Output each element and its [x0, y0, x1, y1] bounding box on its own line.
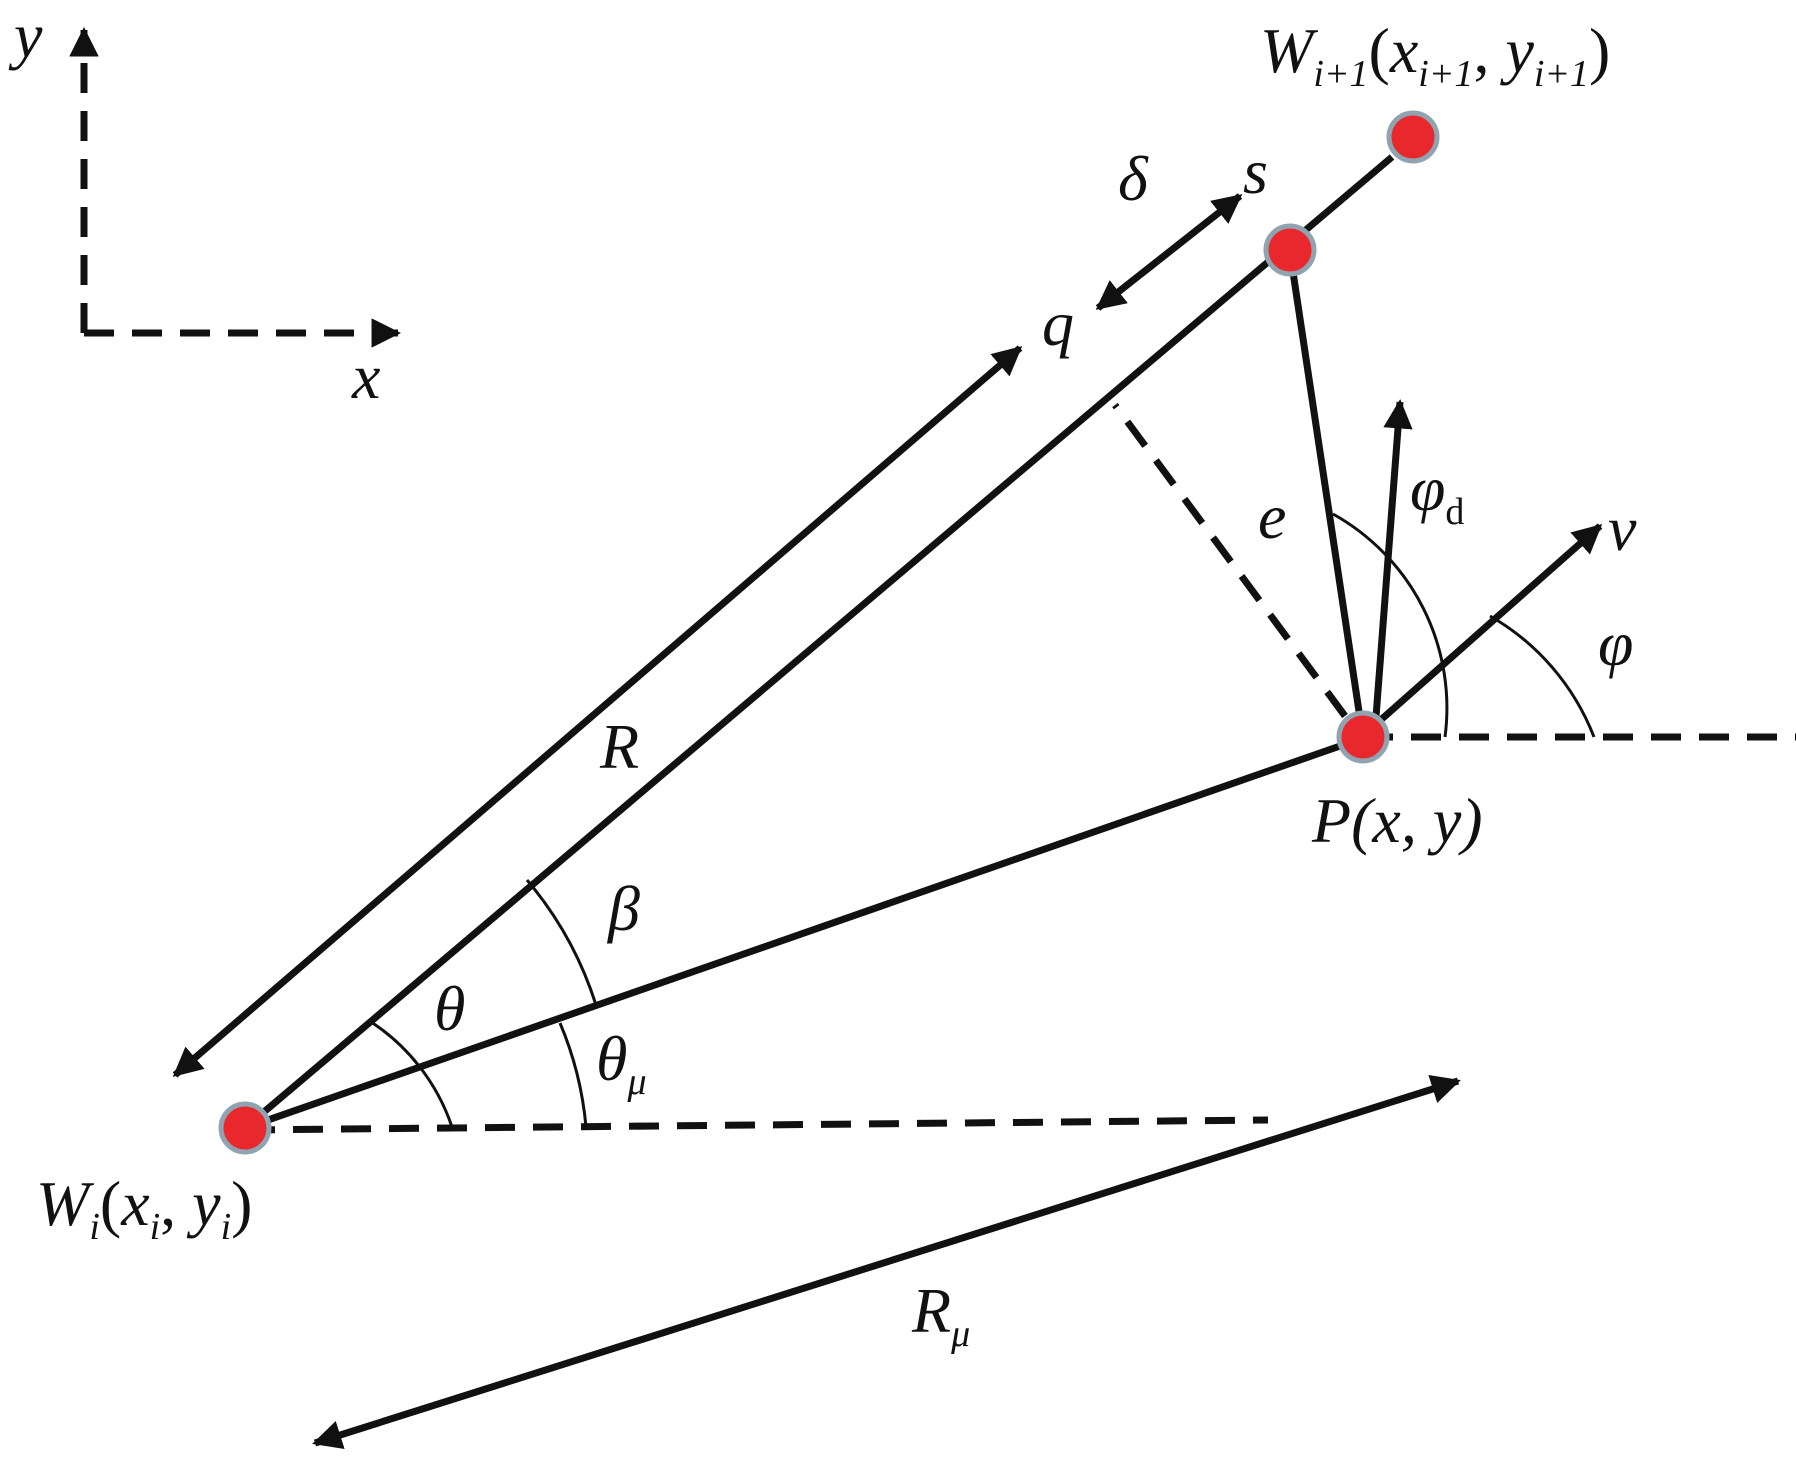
r-mu-double-arrow: [312, 1074, 1461, 1450]
phi-d-arc: [1332, 512, 1449, 738]
line-p-to-s: [1286, 251, 1367, 739]
beta-arc: [525, 879, 598, 1006]
theta-label: θ: [434, 973, 465, 1044]
phi-d-label: φd: [1410, 453, 1464, 533]
waypoint-wi1-label: Wi+1(xi+1, yi+1): [1260, 15, 1610, 95]
delta-double-arrow: [1095, 193, 1243, 311]
q-label: q: [1042, 288, 1074, 359]
path-segment-wi-to-wi1: [242, 154, 1395, 1131]
vehicle-p-dot: [1336, 710, 1390, 764]
phi-label: φ: [1598, 608, 1633, 679]
delta-label: δ: [1118, 143, 1149, 214]
wi-horizontal-reference: [244, 1116, 1269, 1134]
vehicle-p-label: P(x, y): [1311, 785, 1483, 856]
phi-arc: [1489, 614, 1596, 738]
e-label: e: [1258, 481, 1286, 552]
point-s-dot: [1263, 223, 1317, 277]
cross-track-error-dashed: [1112, 402, 1348, 719]
theta-mu-label: θμ: [596, 1023, 647, 1103]
line-wi-to-p: [243, 734, 1365, 1132]
phi-d-arrow: [1371, 399, 1413, 731]
waypoint-wi-label: Wi(xi, yi): [36, 1168, 252, 1248]
y-axis-label: y: [8, 0, 43, 71]
theta-mu-arc: [558, 1022, 588, 1128]
waypoint-wi-dot: [218, 1101, 272, 1155]
r-mu-label: Rμ: [911, 1275, 970, 1355]
waypoint-wi1-dot: [1386, 110, 1440, 164]
beta-label: β: [606, 873, 640, 944]
v-velocity-arrow: [1372, 523, 1603, 728]
theta-arc: [367, 1018, 454, 1128]
r-double-arrow: [172, 345, 1023, 1078]
v-label: v: [1608, 493, 1637, 564]
x-axis-label: x: [351, 341, 380, 412]
s-label: s: [1243, 136, 1268, 207]
r-label: R: [599, 711, 639, 782]
